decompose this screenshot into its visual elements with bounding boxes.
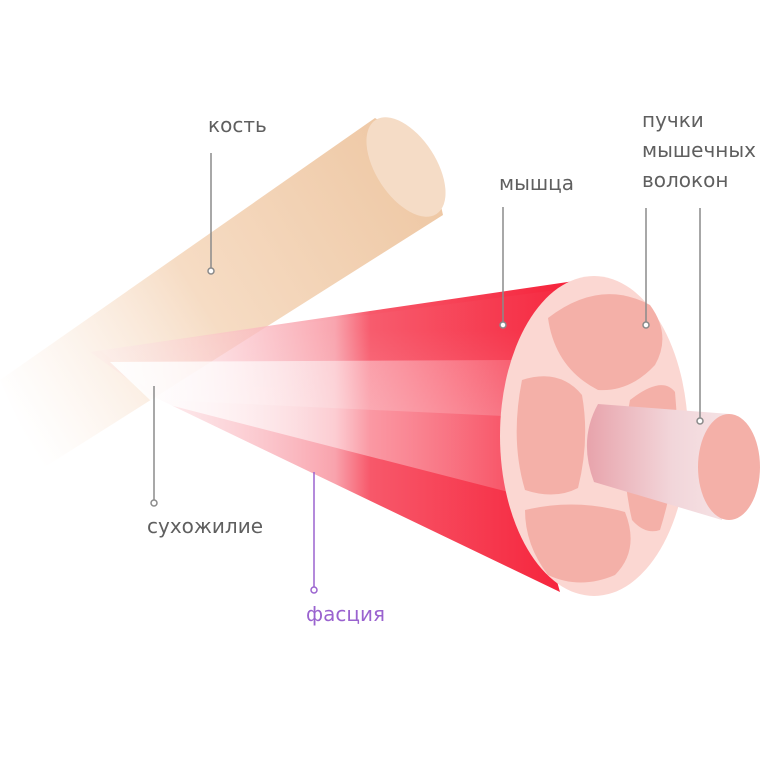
leader-tendon-dot xyxy=(150,499,158,507)
label-tendon: сухожилие xyxy=(147,514,264,538)
leader-fiber-bundles-dot xyxy=(642,321,650,329)
leader-lines xyxy=(150,153,704,594)
tendon xyxy=(110,360,520,495)
label-fascia: фасция xyxy=(306,602,385,626)
leader-bone-dot xyxy=(207,267,215,275)
label-muscle: мышца xyxy=(499,171,575,195)
fiber-bundle-cylinder xyxy=(586,404,760,520)
label-fiber-bundles: пучки мышечных волокон xyxy=(642,108,757,192)
fiber-bundle xyxy=(548,294,663,391)
leader-fascia-dot xyxy=(310,586,318,594)
muscle xyxy=(90,278,595,592)
label-bone: кость xyxy=(208,113,267,137)
fiber-bundle xyxy=(516,376,586,495)
leader-muscle-dot xyxy=(499,321,507,329)
fiber-bundle xyxy=(525,504,631,583)
leader-fiber-bundles-2-dot xyxy=(696,417,704,425)
bone xyxy=(0,117,446,470)
